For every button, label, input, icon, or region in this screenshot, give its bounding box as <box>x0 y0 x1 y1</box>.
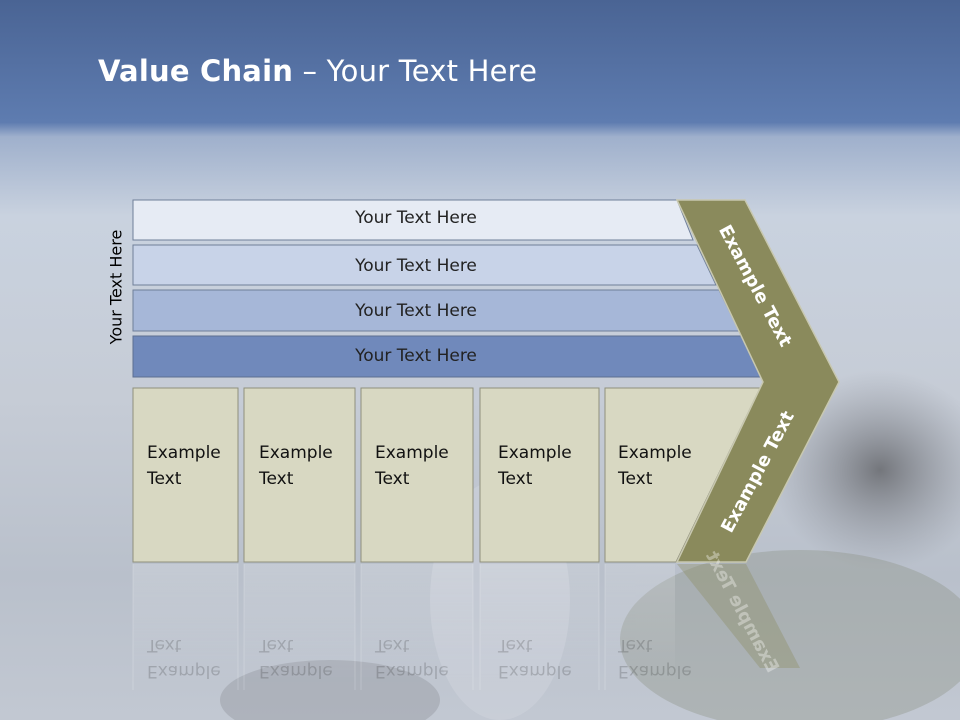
bar-2-label: Your Text Here <box>355 256 477 276</box>
box-1[interactable] <box>132 387 239 563</box>
value-chain-chevron[interactable] <box>675 199 840 563</box>
bar-2[interactable] <box>132 244 717 286</box>
boxes-reflection <box>132 564 675 690</box>
chevron-reflection <box>677 564 800 668</box>
bar-1-label: Your Text Here <box>355 208 477 228</box>
box-3[interactable] <box>360 387 474 563</box>
box-2[interactable] <box>243 387 356 563</box>
bar-4-label: Your Text Here <box>355 346 477 366</box>
box-4[interactable] <box>479 387 600 563</box>
slide-title: Value Chain – Your Text Here <box>98 54 538 88</box>
bar-1[interactable] <box>132 199 694 241</box>
bar-3-label: Your Text Here <box>355 301 477 321</box>
box-5[interactable] <box>604 387 761 563</box>
